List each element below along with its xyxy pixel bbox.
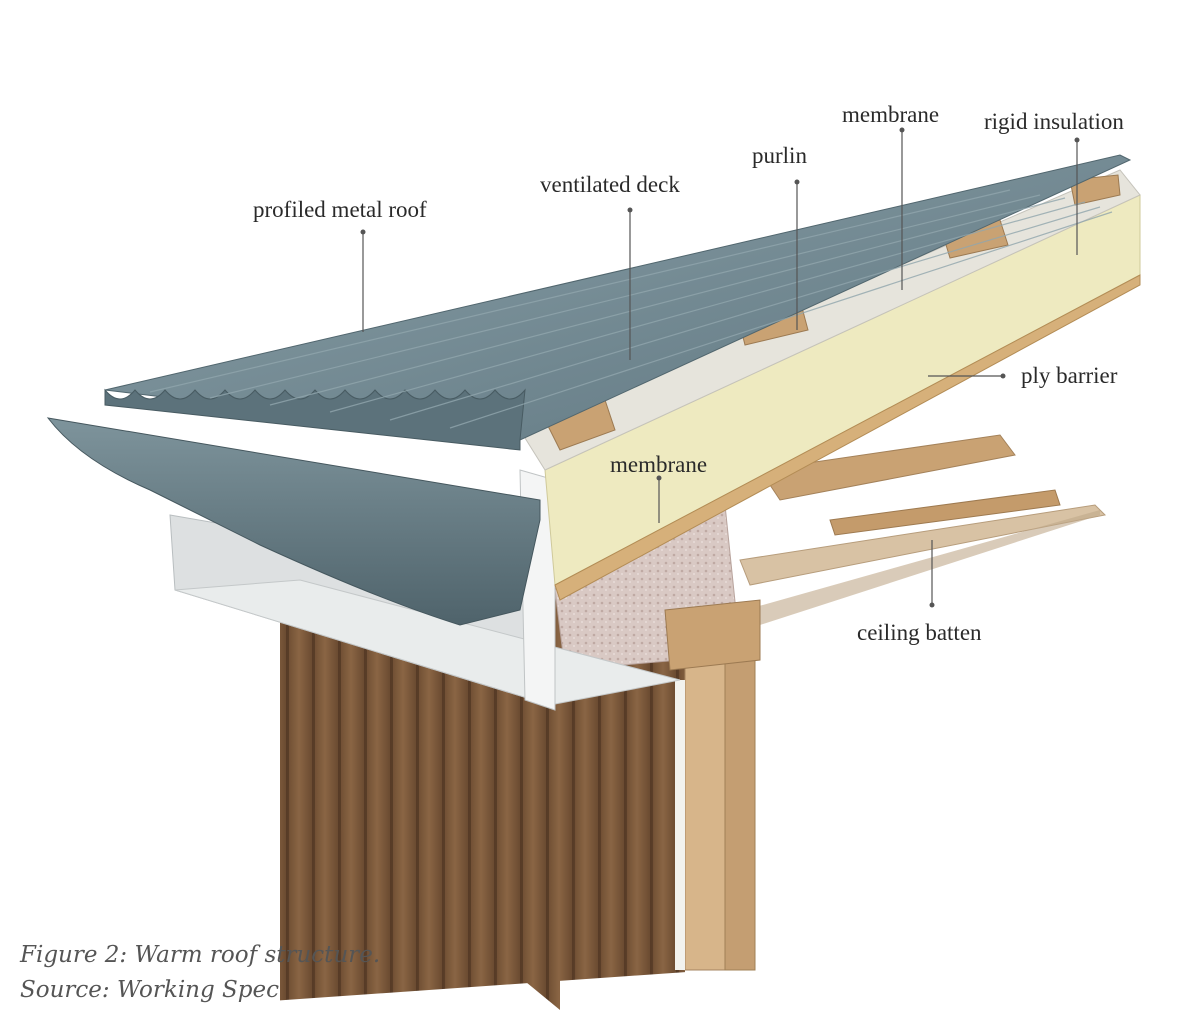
label-membrane-lower: membrane bbox=[610, 453, 707, 476]
label-ceiling-batten: ceiling batten bbox=[857, 621, 982, 644]
figure-source: Source: Working Spec bbox=[20, 979, 279, 1002]
wall-studs bbox=[675, 650, 755, 970]
label-purlin: purlin bbox=[752, 144, 807, 167]
label-rigid-insulation: rigid insulation bbox=[984, 110, 1124, 133]
figure-caption: Figure 2: Warm roof structure. bbox=[20, 944, 380, 967]
label-membrane-top: membrane bbox=[842, 103, 939, 126]
label-ventilated-deck: ventilated deck bbox=[540, 173, 680, 196]
label-profiled-metal-roof: profiled metal roof bbox=[253, 198, 427, 221]
wall-plate bbox=[665, 600, 760, 670]
label-ply-barrier: ply barrier bbox=[1021, 364, 1117, 387]
